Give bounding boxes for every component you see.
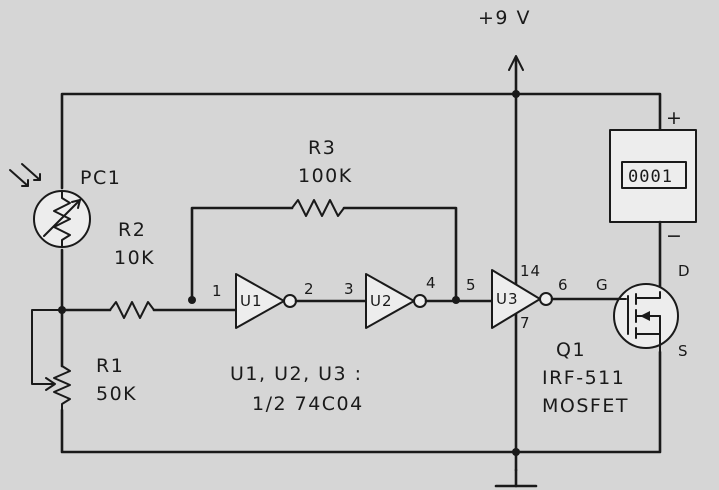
counter-minus-terminal: −	[666, 225, 683, 247]
u3-label: U3	[496, 290, 519, 308]
supply-label: +9 V	[478, 7, 531, 29]
light-ray-2-icon	[21, 163, 41, 181]
r2-value: 10K	[114, 247, 155, 269]
u3-pin-14: 14	[520, 262, 541, 280]
r3-value: 100K	[298, 165, 353, 187]
r2-zigzag	[109, 301, 155, 319]
u2-triangle	[365, 273, 415, 329]
junction-dot	[188, 296, 196, 304]
u2-label: U2	[370, 292, 393, 310]
u3-pin-6: 6	[558, 276, 569, 294]
junction-dot	[512, 448, 520, 456]
r1-value: 50K	[96, 383, 137, 405]
u2-pin-4: 4	[426, 274, 437, 292]
counter-plus-terminal: +	[666, 107, 683, 129]
u3-bubble	[539, 292, 553, 306]
q1-drain-lead	[635, 291, 661, 299]
resistor-r2: R2 10K	[60, 219, 238, 319]
q1-pin-gate: G	[596, 276, 609, 294]
top-rail-wire	[60, 92, 662, 190]
q1-body-arrow	[640, 311, 650, 321]
bottom-rail-wire	[60, 350, 662, 454]
r3-zigzag	[291, 199, 345, 217]
photocell-variable-arrow	[43, 199, 81, 237]
inverter-u3: U3 5 14 6 7	[466, 262, 569, 332]
r1-wiper-arrow	[45, 377, 56, 391]
counter-body	[609, 129, 697, 223]
r1-wiper-wire	[31, 309, 63, 385]
u3-triangle	[491, 269, 541, 329]
junction-dot	[58, 306, 66, 314]
r2-label: R2	[118, 219, 146, 241]
resistor-r3: R3 100K	[190, 137, 458, 302]
r1-label: R1	[96, 355, 124, 377]
mosfet-q1: G D S Q1 IRF-511 MOSFET	[542, 262, 691, 417]
q1-part: IRF-511	[542, 367, 625, 389]
counter-display-value: 0001	[628, 167, 673, 187]
u3-pin-7: 7	[520, 314, 531, 332]
supply-wiring	[60, 55, 662, 488]
u2-pin-3: 3	[344, 280, 355, 298]
photocell-pc1: PC1	[9, 163, 121, 248]
u3-pin-5: 5	[466, 276, 477, 294]
u1-pin-2: 2	[304, 280, 315, 298]
inverter-u1: U1 1 2	[212, 273, 315, 329]
light-ray-1-icon	[9, 169, 29, 187]
r1-zigzag	[53, 365, 71, 411]
q1-pin-source: S	[678, 342, 689, 360]
pc1-label: PC1	[80, 167, 121, 189]
q1-type: MOSFET	[542, 395, 629, 417]
q1-pin-drain: D	[678, 262, 691, 280]
potentiometer-r1: R1 50K	[31, 309, 137, 411]
u1-triangle	[235, 273, 285, 329]
u2-bubble	[413, 294, 427, 308]
counter-module: 0001 + −	[609, 107, 697, 247]
ic-note-line-2: 1/2 74C04	[252, 393, 364, 415]
vcc-arrow	[508, 55, 524, 71]
u1-label: U1	[240, 292, 263, 310]
counter-display-window	[621, 161, 687, 189]
r3-label: R3	[308, 137, 336, 159]
junction-dot	[512, 90, 520, 98]
photocell-resistor-zigzag	[53, 190, 71, 248]
ic-note-line-1: U1, U2, U3 :	[230, 363, 363, 385]
u1-bubble	[283, 294, 297, 308]
inverter-u2: U2 3 4	[344, 273, 437, 329]
u1-pin-1: 1	[212, 282, 223, 300]
q1-label: Q1	[556, 339, 586, 361]
